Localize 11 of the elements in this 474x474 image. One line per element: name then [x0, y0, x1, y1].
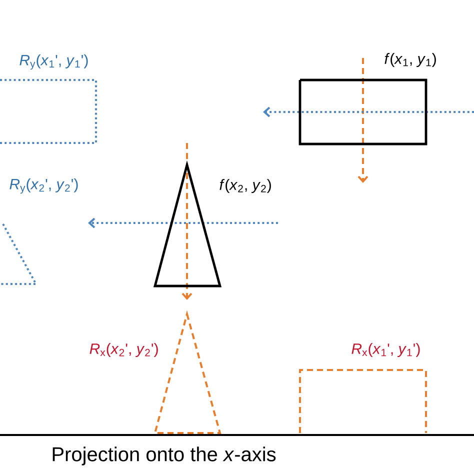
trapezoid-outline [0, 224, 38, 285]
formula-label: R$_{y}$(x$_{1}$', y$_{1}$') [20, 54, 88, 70]
rectangle-outline [0, 79, 97, 144]
formula-label: R$_{y}$(x$_{2}$', y$_{2}$') [10, 178, 78, 194]
rectangle-outline [298, 78, 428, 146]
caption: Projection onto the x-axis [52, 446, 276, 466]
formula-label: f(x$_{2}$, y$_{2}$) [220, 179, 271, 193]
rectangle-outline [299, 369, 427, 433]
formula-label: R$_{x}$(x$_{1}$', y$_{1}$') [352, 343, 420, 357]
formula-label: f(x$_{1}$, y$_{1}$) [384, 53, 436, 67]
formula-label: R$_{x}$(x$_{2}$', y$_{2}$') [90, 343, 158, 357]
